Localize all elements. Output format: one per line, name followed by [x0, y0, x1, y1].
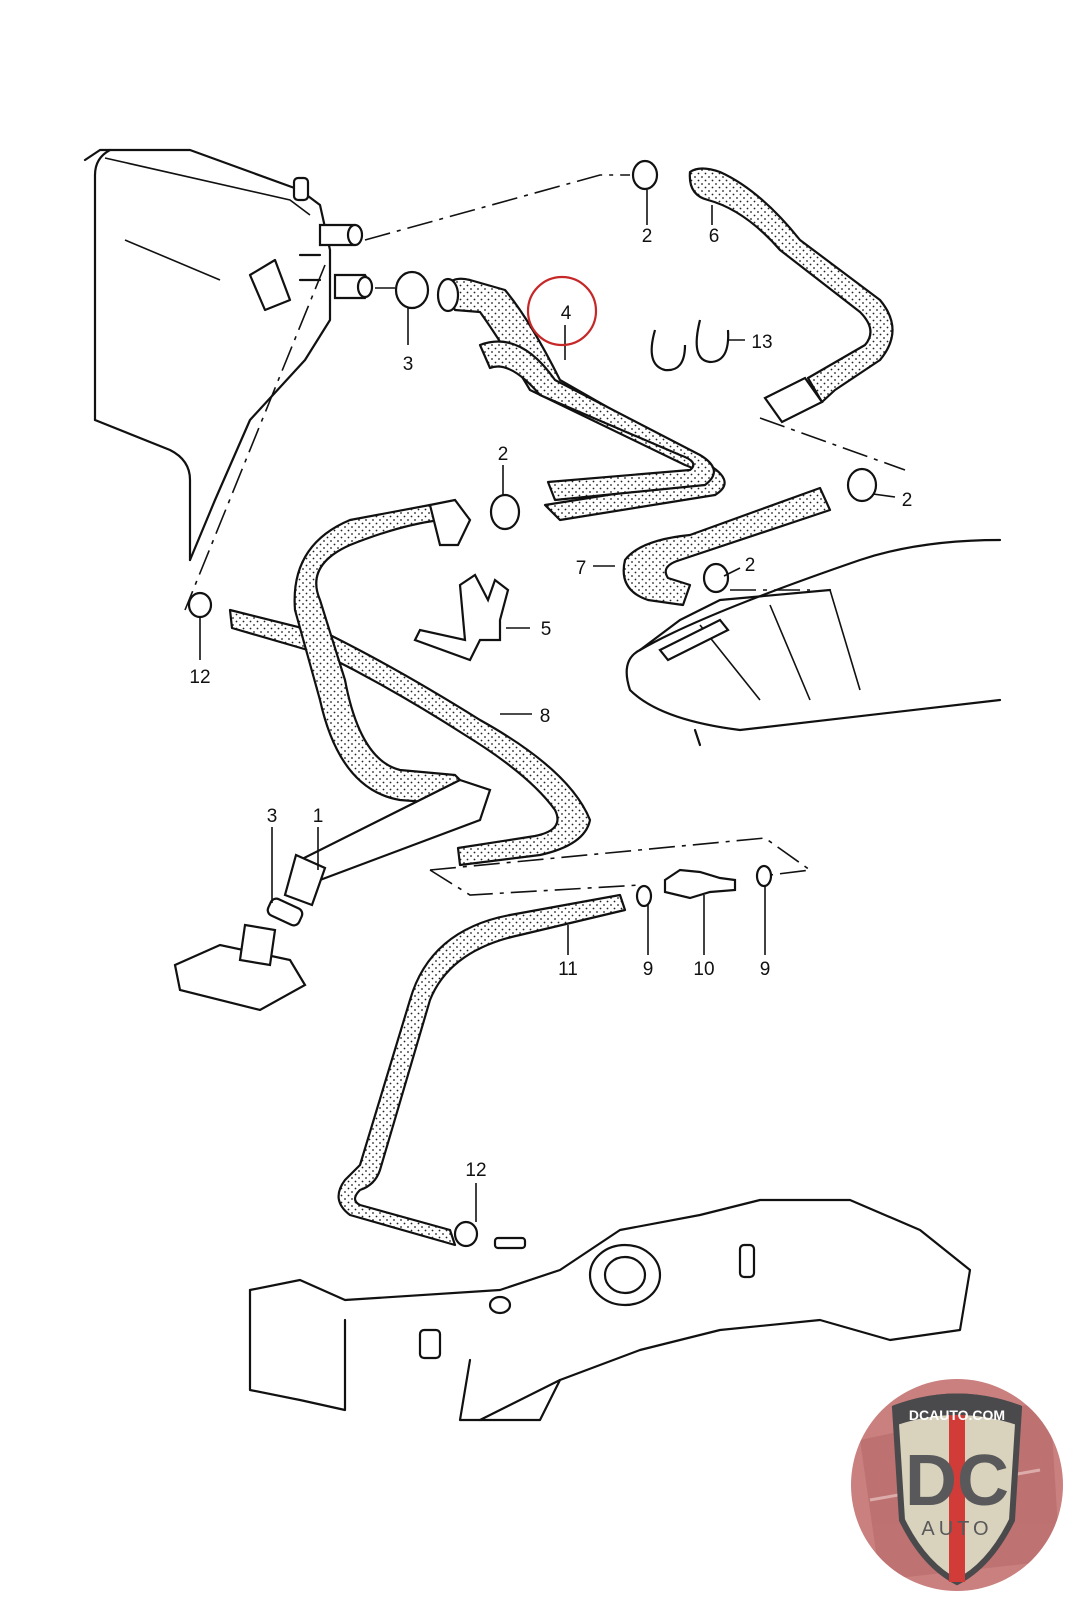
callout-12[interactable]: 12 [465, 1160, 486, 1181]
callout-11[interactable]: 11 [558, 959, 578, 980]
clip-13 [650, 319, 730, 372]
pipe-1 [298, 778, 492, 882]
callout-13[interactable]: 13 [751, 332, 772, 353]
dcauto-logo[interactable]: DCAUTO.COM DC AUTO [851, 1379, 1063, 1591]
valve-10 [663, 868, 737, 900]
logo-sub-text: AUTO [921, 1518, 992, 1540]
callout-6[interactable]: 6 [709, 226, 720, 247]
callout-10[interactable]: 10 [693, 959, 714, 980]
callout-3[interactable]: 3 [267, 806, 278, 827]
air-filter-housing [625, 538, 1002, 747]
callout-4[interactable]: 4 [561, 303, 572, 324]
leader-line [429, 837, 813, 876]
base-plate [173, 943, 307, 1012]
leader-line [364, 174, 630, 241]
callout-12[interactable]: 12 [189, 667, 210, 688]
hose-7 [622, 486, 832, 607]
highlight-circle [526, 275, 598, 347]
hose-8 [228, 608, 592, 867]
hose-6 [688, 167, 894, 404]
callout-7[interactable]: 7 [576, 558, 587, 579]
callout-3[interactable]: 3 [403, 354, 414, 375]
callout-2[interactable]: 2 [498, 444, 509, 465]
logo-top-text: DCAUTO.COM [909, 1407, 1005, 1423]
leader-line [184, 264, 326, 611]
hose-4-branch [478, 340, 715, 502]
hose-clamp [187, 159, 878, 1248]
callout-2[interactable]: 2 [642, 226, 653, 247]
leader-line [759, 417, 906, 471]
expansion-tank [83, 148, 374, 562]
intake-manifold [248, 1198, 972, 1422]
callout-8[interactable]: 8 [540, 706, 551, 727]
callout-9[interactable]: 9 [643, 959, 654, 980]
callout-2[interactable]: 2 [745, 555, 756, 576]
leader-line [429, 869, 641, 896]
logo-main-text: DC [905, 1441, 1009, 1521]
bracket-5 [413, 573, 510, 662]
callout-2[interactable]: 2 [902, 490, 913, 511]
callout-9[interactable]: 9 [760, 959, 771, 980]
callout-leaders [199, 190, 896, 1222]
callout-1[interactable]: 1 [313, 806, 324, 827]
hose-11 [337, 893, 627, 1247]
hose-main [293, 503, 472, 807]
callout-5[interactable]: 5 [541, 619, 552, 640]
